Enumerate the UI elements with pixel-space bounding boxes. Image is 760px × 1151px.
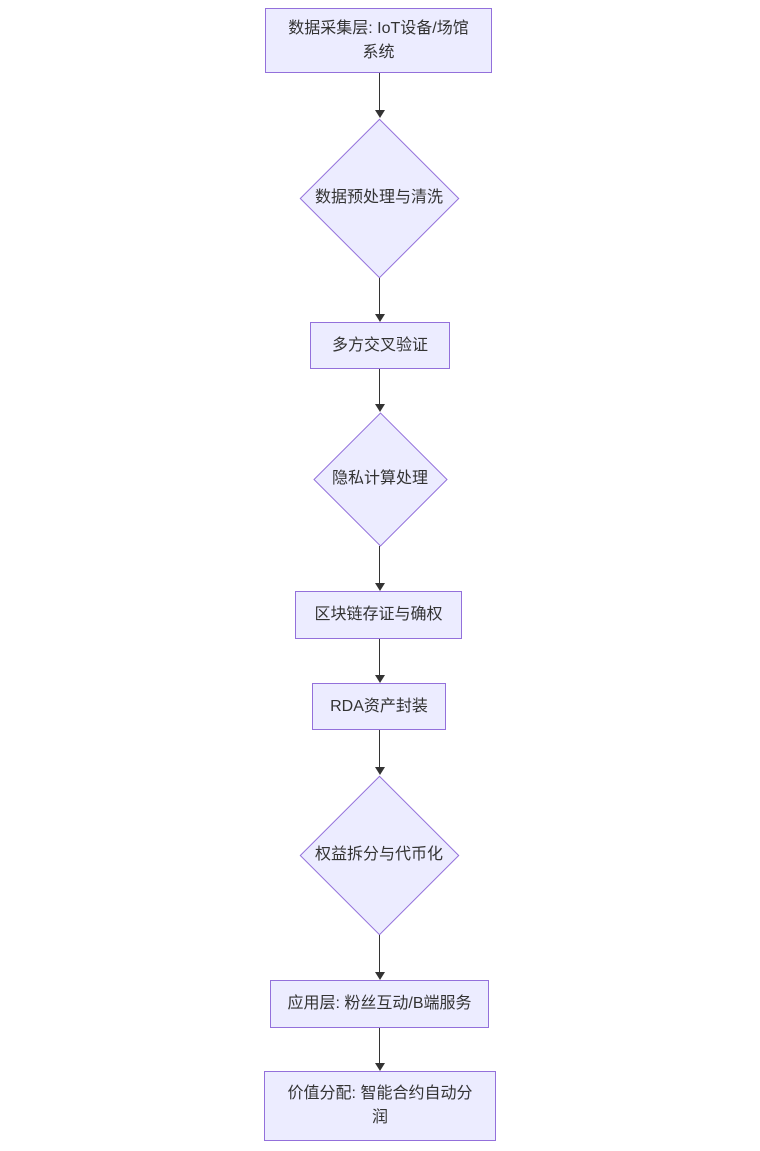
node-rights-tokenization-decision: 权益拆分与代币化 (299, 775, 459, 935)
node-data-collection-layer: 数据采集层: IoT设备/场馆 系统 (265, 8, 492, 73)
node-label: 数据预处理与清洗 (314, 189, 443, 206)
flow-arrow-g-h (374, 935, 385, 980)
node-label-line: 系统 (362, 43, 395, 61)
node-privacy-computing-decision: 隐私计算处理 (312, 411, 448, 547)
arrow-line (378, 935, 381, 973)
arrowhead-down-icon (374, 767, 385, 775)
node-label: 隐私计算处理 (331, 470, 428, 487)
arrowhead-down-icon (374, 110, 385, 118)
arrowhead-down-icon (374, 972, 385, 980)
arrow-line (378, 639, 381, 676)
node-cross-validation: 多方交叉验证 (310, 322, 450, 369)
node-data-preprocessing-decision: 数据预处理与清洗 (299, 118, 459, 278)
node-label-line: 数据采集层: IoT设备/场馆 (288, 19, 469, 37)
node-label-line: 应用层: 粉丝互动/B端服务 (287, 995, 472, 1012)
arrowhead-down-icon (374, 583, 385, 591)
node-label: 权益拆分与代币化 (314, 846, 443, 863)
arrow-line (378, 546, 381, 584)
flow-arrow-h-i (374, 1028, 385, 1071)
arrowhead-down-icon (374, 314, 385, 322)
arrowhead-down-icon (374, 675, 385, 683)
node-application-layer: 应用层: 粉丝互动/B端服务 (270, 980, 489, 1028)
arrowhead-down-icon (374, 404, 385, 412)
node-label-line: 区块链存证与确权 (314, 606, 443, 623)
flow-arrow-c-d (374, 369, 385, 412)
arrow-line (378, 369, 381, 405)
arrow-line (378, 73, 381, 111)
node-value-distribution: 价值分配: 智能合约自动分 润 (264, 1071, 496, 1141)
flow-arrow-d-e (374, 546, 385, 591)
arrow-line (378, 278, 381, 315)
arrow-line (378, 1028, 381, 1064)
node-rda-asset-packaging: RDA资产封装 (312, 683, 446, 730)
arrowhead-down-icon (374, 1063, 385, 1071)
node-label-line: 多方交叉验证 (331, 336, 428, 354)
node-label-line: 价值分配: 智能合约自动分 (287, 1085, 473, 1102)
flow-arrow-b-c (374, 278, 385, 322)
flow-arrow-f-g (374, 730, 385, 775)
node-label-line: RDA资产封装 (330, 697, 428, 715)
flow-arrow-a-b (374, 73, 385, 118)
node-label-line: 润 (371, 1109, 388, 1126)
node-blockchain-attestation: 区块链存证与确权 (295, 591, 462, 639)
arrow-line (378, 730, 381, 768)
flow-arrow-e-f (374, 639, 385, 683)
